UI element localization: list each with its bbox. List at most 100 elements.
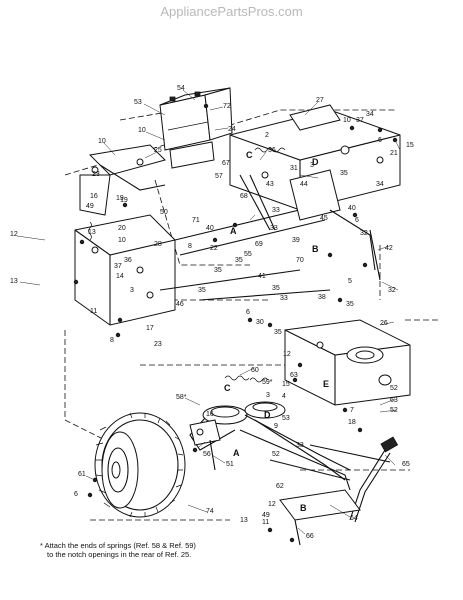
callout-label: 3 [310,162,314,169]
axle-housing [284,319,411,406]
callout-label: 50 [160,209,168,216]
callout-label: 3 [266,392,270,399]
callout-label: 63 [290,372,298,379]
battery-bracket [79,144,166,216]
callout-label: 38 [318,294,326,301]
callout-label: 40 [206,225,214,232]
callout-label: C [246,150,253,160]
callout-label: 5 [348,278,352,285]
callout-label: 7 [350,407,354,414]
callout-label: 42 [385,245,393,252]
callout-label: 32 [360,230,368,237]
leader-lines [16,89,401,535]
callout-label: 35 [272,285,280,292]
callout-label: 57 [215,173,223,180]
callout-label: 35 [274,329,282,336]
callout-label: B [312,244,319,254]
callout-label: 18 [348,419,356,426]
callout-label: 54 [177,85,185,92]
callout-label: 43 [266,181,274,188]
callout-label: 72 [223,103,231,110]
callout-label: 22 [210,245,218,252]
callout-label: 64 [350,515,358,522]
callout-label: 74 [206,508,214,515]
callout-label: 61 [78,471,86,478]
callout-label: 6 [74,491,78,498]
callout-label: 41 [258,273,266,280]
callout-label: 24 [228,126,236,133]
callout-label: 15 [406,142,414,149]
callout-label: 21 [390,150,398,157]
callout-label: 71 [192,217,200,224]
callout-label: 30 [256,319,264,326]
callout-label: 56 [203,451,211,458]
callout-label: 8 [188,243,192,250]
callout-label: 26 [380,320,388,327]
callout-label: 62 [276,483,284,490]
callout-label: 52 [272,451,280,458]
callout-label: A [230,226,237,236]
callout-label: 44 [300,181,308,188]
callout-label: 4 [282,393,286,400]
callout-label: 52 [390,385,398,392]
callout-label: 35 [346,301,354,308]
callout-label: 12 [10,231,18,238]
callout-label: 35 [214,267,222,274]
callout-label: 69 [255,241,263,248]
callout-label: 46 [176,301,184,308]
callout-label: 10 [118,237,126,244]
battery [159,87,233,169]
callout-label: 9 [274,423,278,430]
callout-label: 37 [356,117,364,124]
pulley-assembly [189,401,351,481]
callout-label: 12 [268,501,276,508]
brake-assembly [189,419,221,471]
footnote-line-2: to the notch openings in the rear of Ref… [47,550,192,559]
callout-label: 11 [90,308,97,315]
callout-label: 23 [154,341,162,348]
callout-label: 6 [355,217,359,224]
callout-label: 8 [110,337,114,344]
callout-label: 53 [282,415,290,422]
callout-label: 12 [283,351,291,358]
callout-label: 58* [176,394,187,401]
callout-label: 35 [198,287,206,294]
shift-lever [279,436,399,546]
callout-label: 31 [290,165,298,172]
callout-label: 49 [262,512,270,519]
springs [88,147,286,383]
drive-rods [239,429,391,491]
callout-label: D [264,410,271,420]
callout-label: 19 [116,195,124,202]
callout-label: 45 [320,215,328,222]
footnote: * Attach the ends of springs (Ref. 58 & … [40,541,300,559]
callout-label: 55 [244,251,252,258]
callout-label: 28 [154,241,162,248]
watermark-text: AppliancePartsPros.com [160,4,303,19]
callout-label: 33 [270,225,278,232]
callout-label: 33 [296,442,304,449]
callout-label: 23 [92,171,100,178]
callout-label: 65 [402,461,410,468]
callout-label: 10 [343,117,351,124]
callout-label: 66 [306,533,314,540]
callout-label: D [312,157,319,167]
callout-label: 13 [10,278,18,285]
callout-labels: 54 53 72 10 24 25 27 34 10 37 15 10 2 36… [10,85,414,540]
callout-label: 2 [265,132,269,139]
callout-label: 52 [390,407,398,414]
callout-label: 13 [88,229,96,236]
callout-label: 17 [146,325,154,332]
callout-label: 25 [154,147,162,154]
callout-label: 70 [296,257,304,264]
callout-label: A [233,448,240,458]
callout-label: 11 [262,519,269,526]
callout-label: 51 [226,461,234,468]
callout-label: 40 [348,205,356,212]
callout-label: 49 [86,203,94,210]
callout-label: 3 [130,287,134,294]
callout-label: 68 [240,193,248,200]
callout-label: 14 [116,273,124,280]
callout-label: 53 [134,99,142,106]
